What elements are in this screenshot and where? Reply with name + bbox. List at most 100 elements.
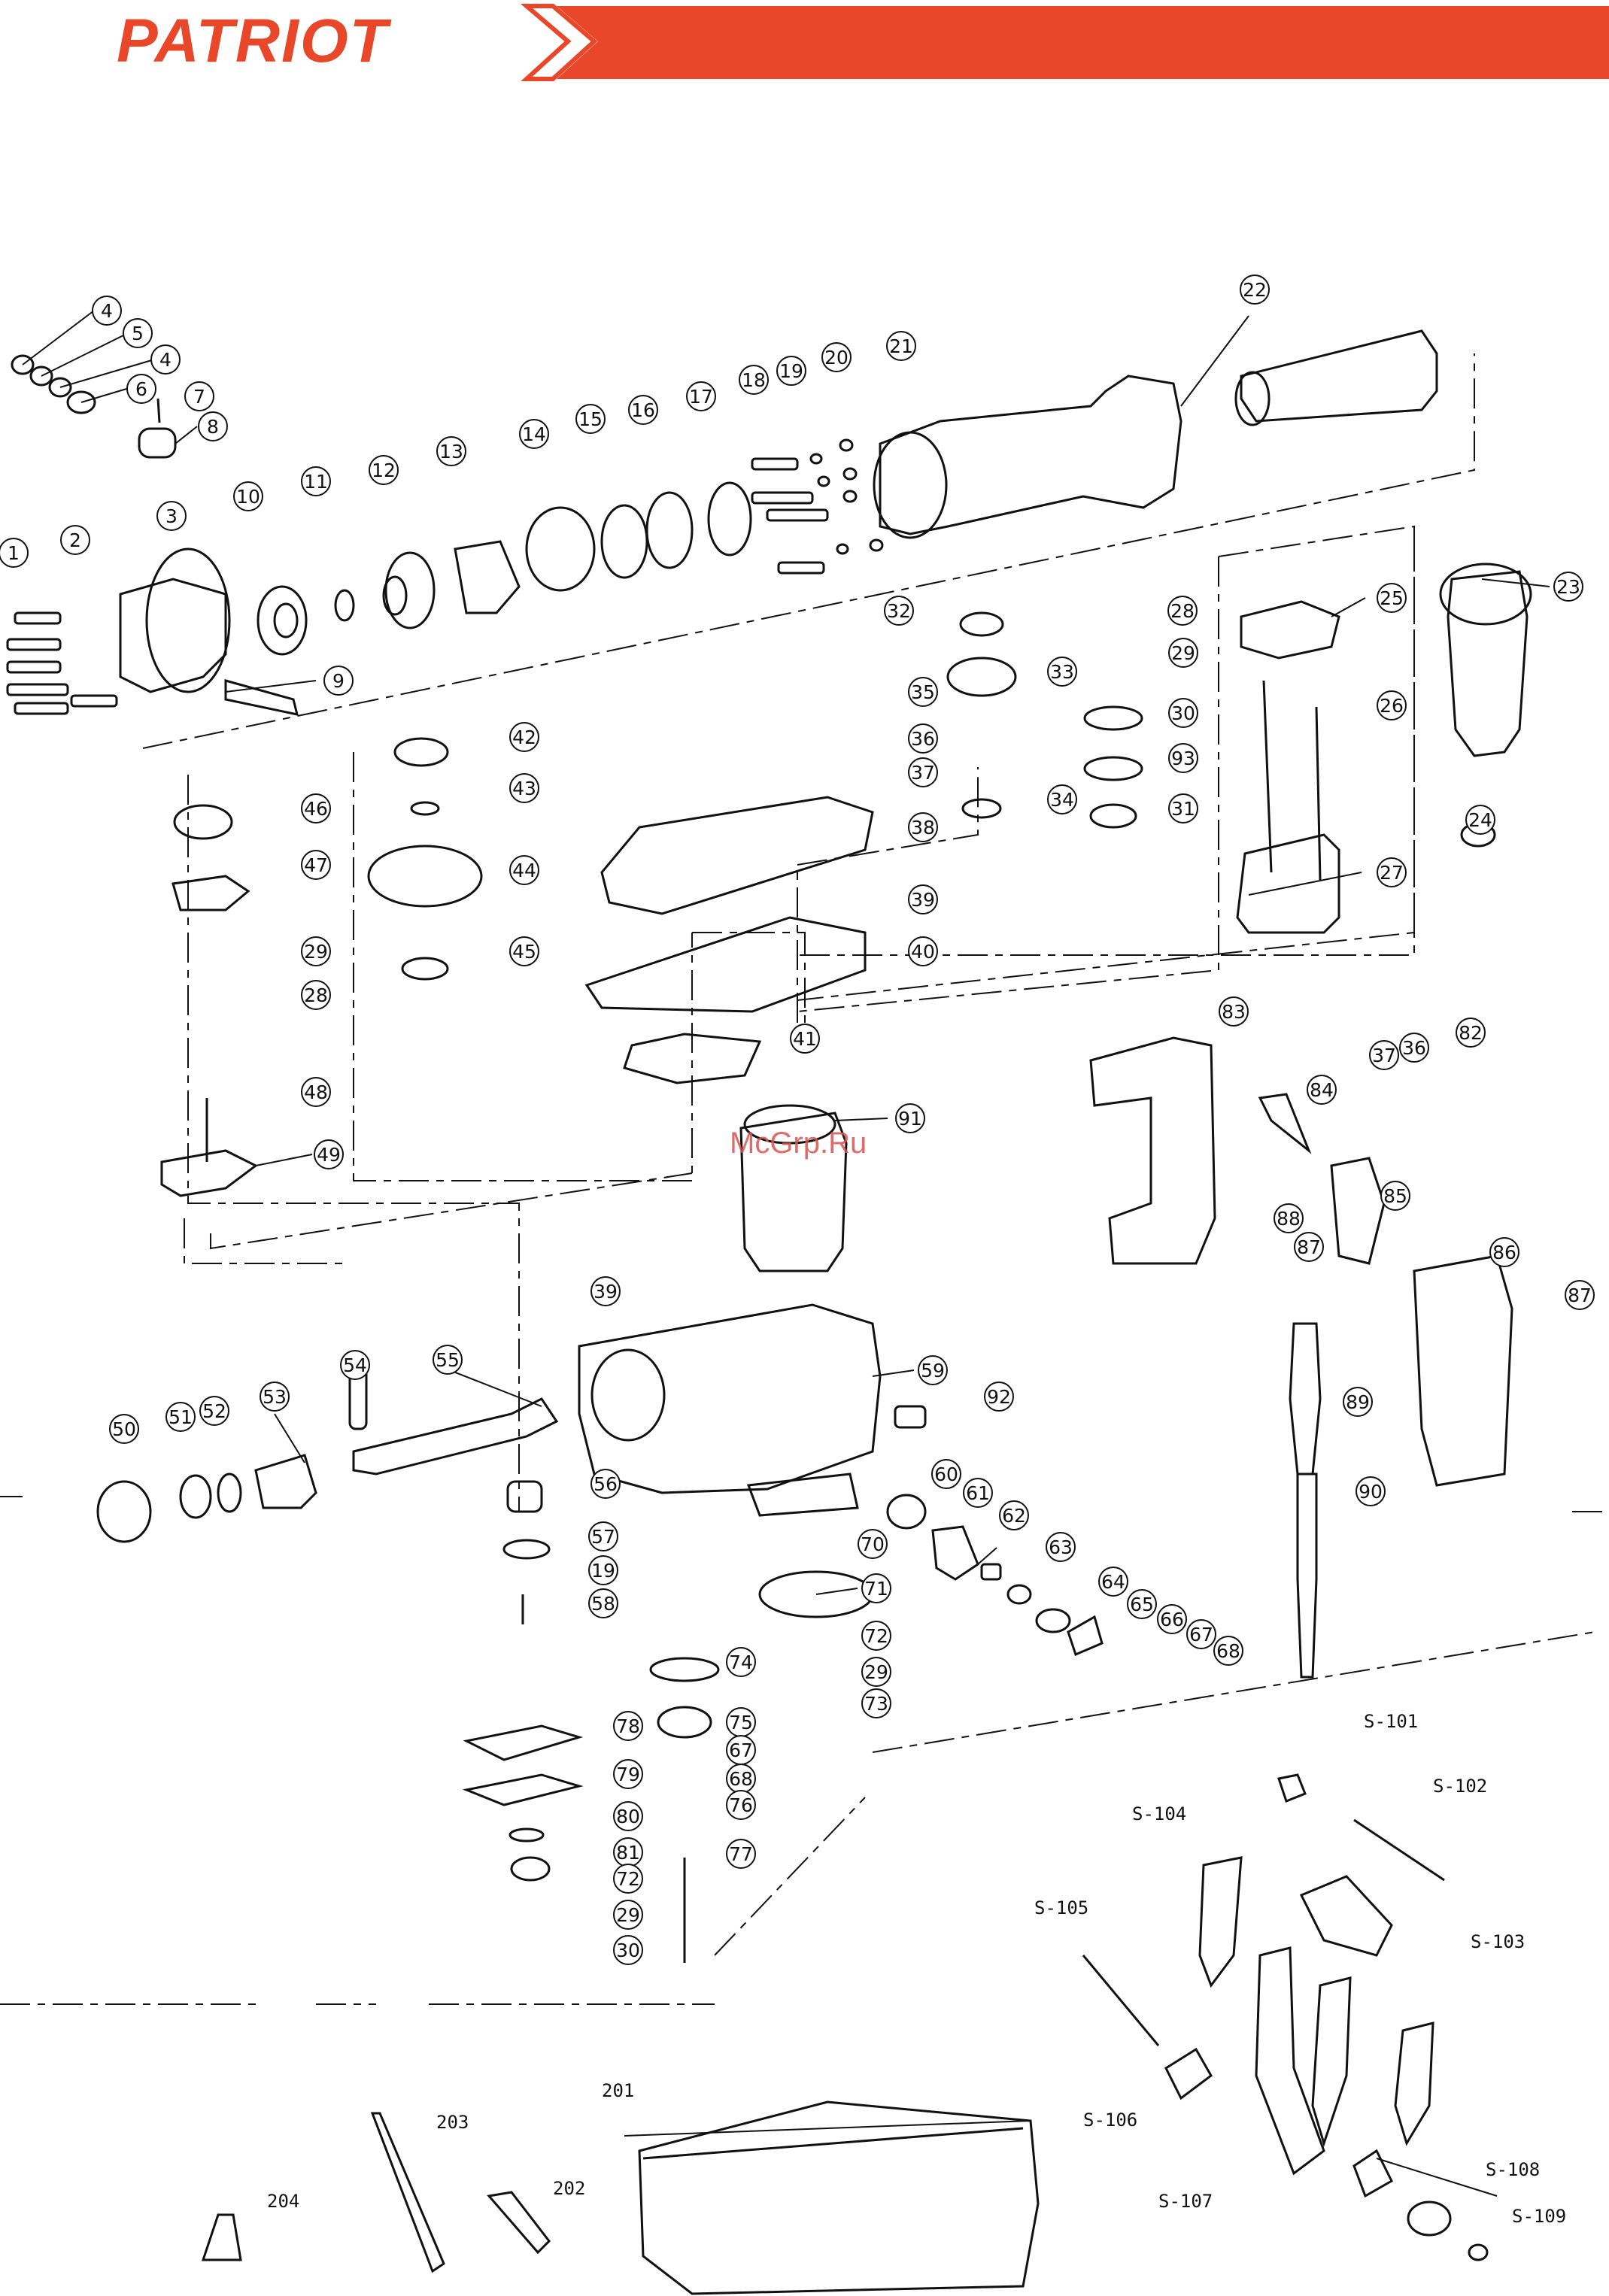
part-brush-84 xyxy=(1258,1093,1312,1154)
callout-48: 48 xyxy=(301,1077,331,1107)
part-s107c xyxy=(1394,2022,1434,2146)
part-s103 xyxy=(1299,1875,1393,1957)
part-ring-74 xyxy=(649,1657,720,1682)
callout-label: 29 xyxy=(616,1904,640,1926)
part-spring-6 xyxy=(66,390,96,414)
callout-label: 83 xyxy=(1222,1001,1246,1023)
callout-16: 16 xyxy=(628,395,658,425)
callout-label: 19 xyxy=(591,1560,615,1582)
part-washer-43 xyxy=(410,801,440,816)
callout-36: 36 xyxy=(1399,1033,1429,1063)
callout-label: 51 xyxy=(168,1406,193,1428)
callout-label: 72 xyxy=(616,1868,640,1890)
callout-label: 23 xyxy=(1556,576,1580,598)
callout-label: 62 xyxy=(1002,1505,1026,1527)
callout-5: 5 xyxy=(123,318,153,348)
callout-4: 4 xyxy=(92,296,122,326)
part-bearing-10-inner xyxy=(273,602,299,638)
callout-label: 72 xyxy=(864,1625,888,1647)
part-tool-case-201 xyxy=(638,2100,1040,2295)
callout-label: 49 xyxy=(317,1144,341,1166)
label-S-102: S-102 xyxy=(1433,1776,1487,1797)
callout-label: 31 xyxy=(1171,798,1195,820)
callout-label: 34 xyxy=(1050,789,1074,811)
callout-78: 78 xyxy=(613,1711,643,1741)
part-nut-4b xyxy=(48,377,72,398)
part-bearing-32 xyxy=(959,611,1004,637)
callout-label: 63 xyxy=(1049,1536,1073,1558)
callout-4: 4 xyxy=(150,344,181,375)
part-handle-side-86 xyxy=(1413,1254,1513,1487)
part-stator-27 xyxy=(1236,833,1340,934)
callout-87: 87 xyxy=(1294,1232,1324,1262)
callout-43: 43 xyxy=(509,773,539,803)
callout-label: 39 xyxy=(911,889,935,911)
part-s104 xyxy=(1198,1856,1243,1988)
callout-label: 60 xyxy=(934,1463,958,1485)
callout-label: 68 xyxy=(1216,1640,1240,1662)
part-motor-91 xyxy=(739,1112,848,1272)
callout-label: 35 xyxy=(911,681,935,703)
part-s109 xyxy=(1468,2243,1489,2261)
part-washer-57 xyxy=(502,1539,551,1560)
part-bearing-45 xyxy=(401,957,449,981)
callout-label: 14 xyxy=(522,423,546,445)
callout-label: 64 xyxy=(1101,1571,1125,1593)
part-gear-cover-38 xyxy=(600,796,874,915)
part-bolt-26a xyxy=(1262,680,1273,873)
callout-label: 89 xyxy=(1346,1391,1370,1413)
callout-label: 80 xyxy=(616,1806,640,1827)
header-bar: PATRIOT xyxy=(0,0,1609,90)
callout-59: 59 xyxy=(918,1355,948,1385)
callout-label: 87 xyxy=(1568,1284,1592,1306)
part-ring-52 xyxy=(217,1473,242,1513)
callout-76: 76 xyxy=(726,1790,756,1820)
callout-label: 79 xyxy=(616,1764,640,1785)
leader-lines xyxy=(22,310,1550,2197)
callout-label: 26 xyxy=(1380,695,1404,717)
callout-67: 67 xyxy=(726,1735,756,1765)
callout-label: 67 xyxy=(729,1739,753,1761)
callout-72: 72 xyxy=(861,1621,891,1651)
part-clutch-61 xyxy=(931,1525,979,1581)
callout-8: 8 xyxy=(198,411,228,441)
part-plate-65 xyxy=(1067,1615,1104,1657)
callout-label: 42 xyxy=(512,726,536,748)
callout-label: 8 xyxy=(207,416,219,438)
parts xyxy=(6,329,1532,2295)
callout-91: 91 xyxy=(895,1103,925,1133)
callout-label: 44 xyxy=(512,860,536,881)
callout-46: 46 xyxy=(301,793,331,823)
part-flange-3 xyxy=(145,547,231,693)
label-204: 204 xyxy=(267,2191,299,2212)
callout-52: 52 xyxy=(199,1396,229,1426)
callout-label: 13 xyxy=(439,441,463,463)
callout-28: 28 xyxy=(1167,596,1198,626)
callout-label: 45 xyxy=(512,941,536,963)
callout-label: 11 xyxy=(304,471,328,493)
part-hub-75 xyxy=(657,1706,712,1739)
part-s107 xyxy=(1255,1946,1325,2176)
callout-label: 20 xyxy=(824,347,849,369)
part-cap-204 xyxy=(201,2213,242,2261)
callout-label: 59 xyxy=(921,1360,945,1382)
callout-68: 68 xyxy=(726,1764,756,1794)
callout-67: 67 xyxy=(1186,1619,1216,1649)
callout-label: 67 xyxy=(1189,1624,1213,1645)
callout-label: 68 xyxy=(729,1768,753,1790)
callout-63: 63 xyxy=(1046,1532,1076,1562)
callout-1: 1 xyxy=(0,538,29,568)
part-pin-7 xyxy=(156,398,161,423)
callout-label: 76 xyxy=(729,1794,753,1816)
callout-37: 37 xyxy=(1369,1040,1399,1070)
watermark: McGrp.Ru xyxy=(730,1127,867,1160)
part-tool-case-lid-201 xyxy=(642,2127,1024,2160)
callout-label: 5 xyxy=(132,323,144,344)
callout-25: 25 xyxy=(1377,583,1407,613)
callout-7: 7 xyxy=(184,381,214,411)
callout-label: 17 xyxy=(689,386,713,408)
callout-label: 50 xyxy=(112,1418,136,1440)
callout-55: 55 xyxy=(433,1345,463,1375)
label-S-103: S-103 xyxy=(1471,1931,1525,1952)
